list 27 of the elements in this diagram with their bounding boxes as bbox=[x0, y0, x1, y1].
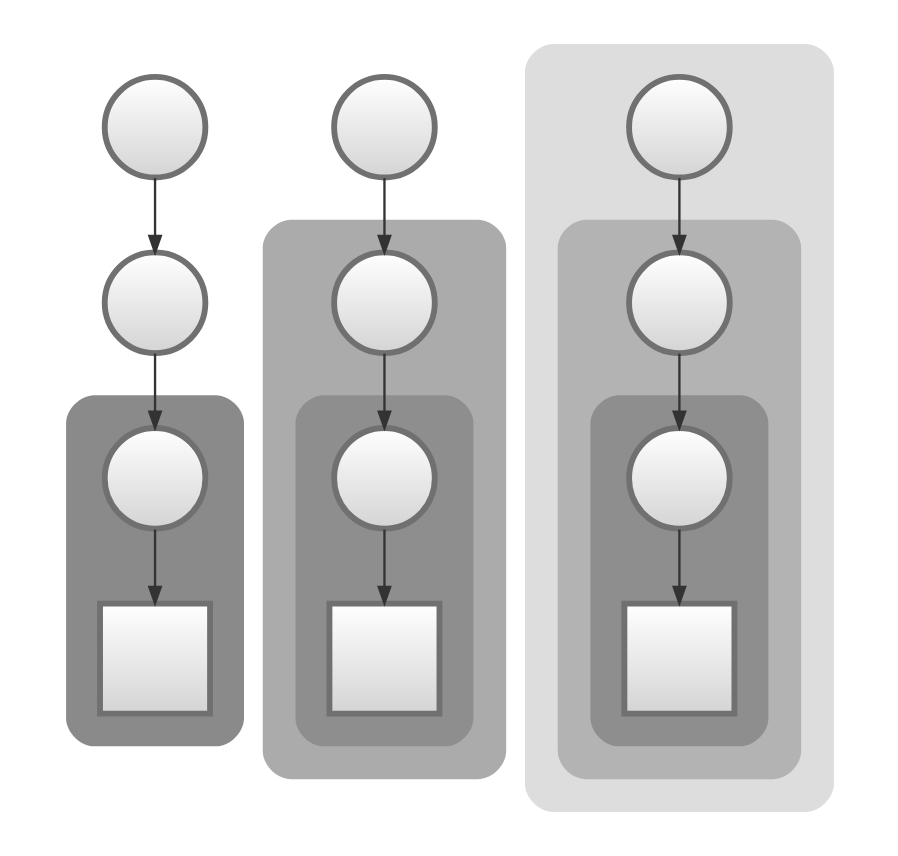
node-circle bbox=[625, 425, 732, 532]
cluster bbox=[589, 395, 768, 747]
node-box bbox=[620, 600, 737, 717]
arrow bbox=[376, 529, 391, 607]
cluster bbox=[556, 219, 801, 780]
node-box bbox=[96, 600, 212, 717]
node-circle bbox=[625, 249, 732, 356]
cluster bbox=[294, 395, 473, 747]
cluster bbox=[523, 44, 833, 812]
arrow bbox=[671, 353, 686, 432]
node-circle bbox=[100, 425, 208, 532]
arrow bbox=[376, 353, 391, 432]
cluster bbox=[261, 219, 506, 780]
arrow bbox=[146, 529, 162, 607]
arrow bbox=[376, 178, 391, 256]
node-box bbox=[325, 600, 442, 717]
arrow bbox=[146, 178, 162, 256]
node-circle bbox=[330, 249, 437, 356]
arrow bbox=[146, 353, 162, 432]
node-circle bbox=[330, 425, 437, 532]
arrow bbox=[671, 178, 686, 256]
node-circle bbox=[625, 73, 732, 181]
arrow bbox=[671, 529, 686, 607]
cluster bbox=[65, 395, 243, 747]
node-circle bbox=[100, 249, 208, 356]
node-circle bbox=[100, 73, 208, 181]
node-circle bbox=[330, 73, 437, 181]
